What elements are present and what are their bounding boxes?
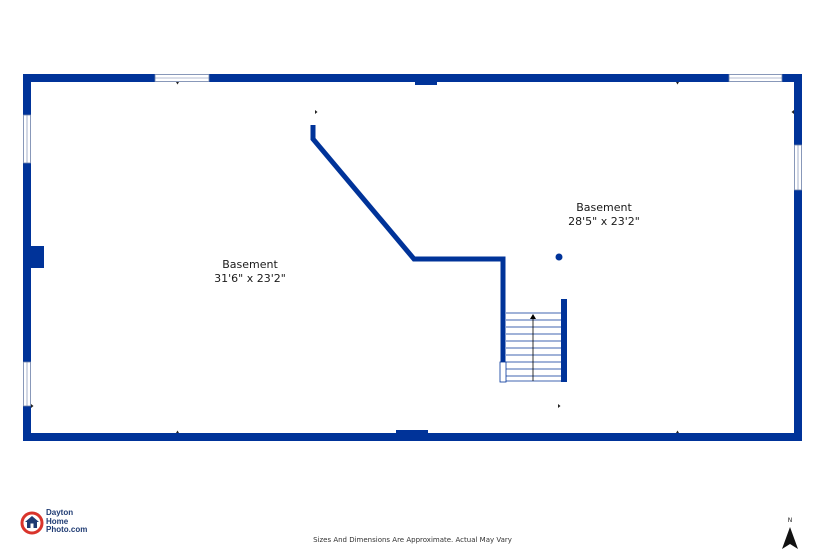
- room-dimensions-left: 31'6" x 23'2": [214, 272, 286, 285]
- north-label: N: [787, 517, 793, 524]
- marker-arrow-icon: [315, 110, 318, 114]
- beam-bottom: [396, 430, 428, 434]
- exterior-walls: [23, 74, 802, 441]
- beam-top: [415, 80, 437, 85]
- window-top-left: [154, 74, 210, 82]
- marker-arrow-icon: [176, 82, 179, 85]
- opening-markers: [31, 82, 794, 433]
- stair-up-arrow-icon: [530, 314, 536, 319]
- marker-arrow-icon: [676, 82, 679, 85]
- marker-arrow-icon: [676, 430, 679, 433]
- wall-bottom: [23, 433, 802, 441]
- logo-line-2: Home: [46, 516, 69, 526]
- room-name-right: Basement: [576, 201, 632, 214]
- stair-post: [499, 361, 507, 383]
- wall-left: [23, 74, 31, 441]
- north-arrow-icon: [782, 527, 798, 549]
- disclaimer-text: Sizes And Dimensions Are Approximate. Ac…: [313, 536, 512, 544]
- interior-partition-wall: [310, 125, 506, 382]
- marker-arrow-icon: [31, 404, 34, 408]
- logo-text: Dayton Home Photo.com: [46, 508, 88, 535]
- room-name-left: Basement: [222, 258, 278, 271]
- marker-arrow-icon: [176, 430, 179, 433]
- windows: [23, 74, 802, 407]
- logo-line-3: Photo.com: [46, 525, 88, 534]
- chimney-block: [31, 246, 44, 268]
- wall-right: [794, 74, 802, 441]
- staircase: [506, 312, 561, 382]
- stair-wall-right: [561, 299, 567, 382]
- marker-arrow-icon: [791, 110, 794, 114]
- marker-arrow-icon: [558, 404, 561, 408]
- support-column: [555, 253, 563, 261]
- north-compass: N: [780, 517, 804, 551]
- wall-top: [23, 74, 802, 82]
- logo-line-1: Dayton: [46, 508, 74, 517]
- window-left-lower: [23, 361, 31, 407]
- room-dimensions-right: 28'5" x 23'2": [568, 215, 640, 228]
- window-left-upper: [23, 114, 31, 164]
- window-top-right: [728, 74, 783, 82]
- house-logo-icon: [20, 511, 44, 535]
- company-logo: Dayton Home Photo.com: [20, 508, 110, 537]
- window-right: [794, 144, 802, 191]
